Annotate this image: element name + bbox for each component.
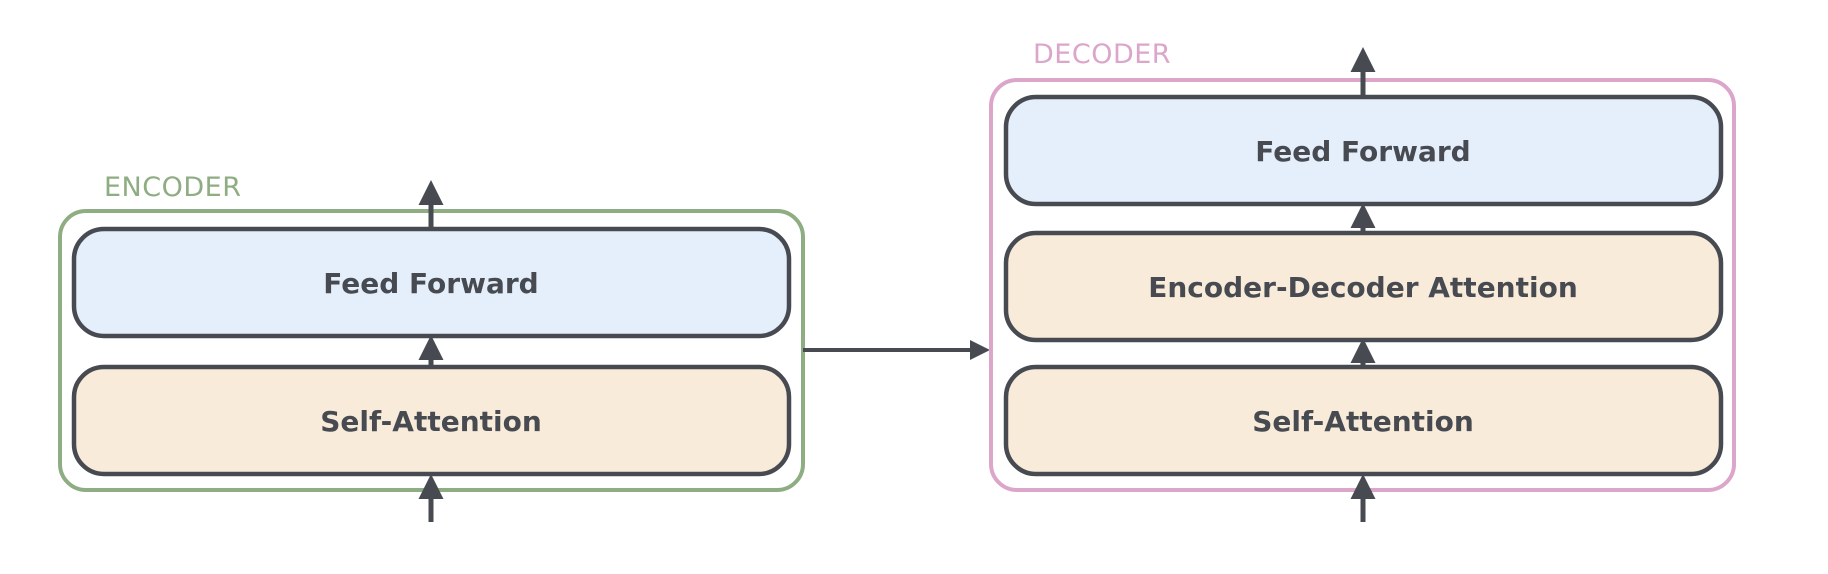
decoder-feed-forward-label: Feed Forward: [1255, 135, 1470, 168]
encoder-feed-forward-label: Feed Forward: [323, 267, 538, 300]
decoder-enc-dec-attention-label: Encoder-Decoder Attention: [1148, 271, 1578, 304]
encoder-group: ENCODER Feed Forward Self-Attention: [58, 172, 805, 522]
decoder-group: DECODER Feed Forward Encoder-Decoder Att…: [989, 39, 1736, 522]
decoder-title: DECODER: [1033, 39, 1171, 70]
encoder-title: ENCODER: [104, 172, 241, 203]
encoder-self-attention-label: Self-Attention: [320, 405, 542, 438]
decoder-self-attention-label: Self-Attention: [1252, 405, 1474, 438]
